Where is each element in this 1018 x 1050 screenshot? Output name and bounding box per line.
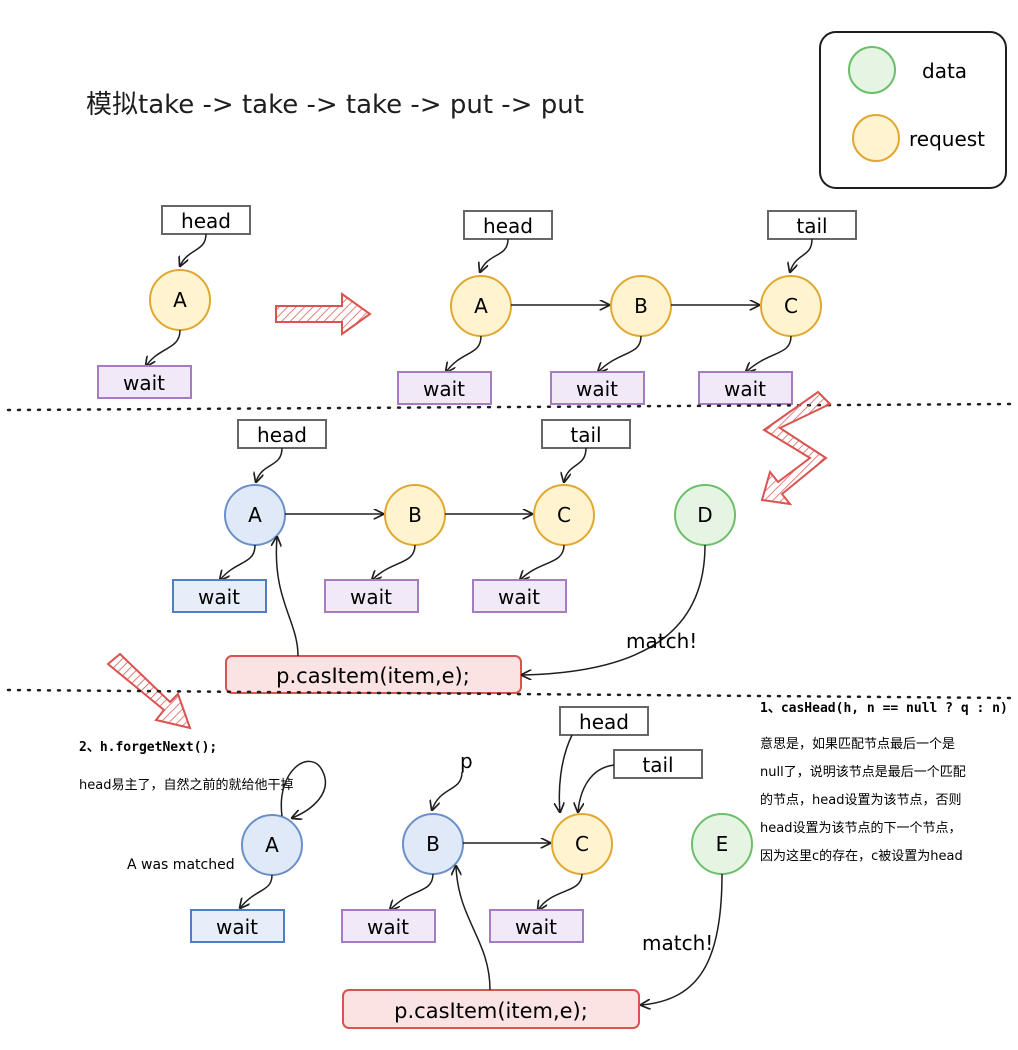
wait-box bbox=[97, 365, 192, 399]
node-e-label: E bbox=[716, 832, 729, 856]
step1-description-line: 意思是，如果匹配节点最后一个是 bbox=[760, 736, 955, 752]
node-a-label: A bbox=[248, 503, 262, 527]
wait-box bbox=[489, 909, 584, 943]
node-a-label: A bbox=[173, 288, 187, 312]
node-c-label: C bbox=[784, 294, 798, 318]
node-d-label: D bbox=[697, 503, 712, 527]
tail-pointer-label: tail bbox=[570, 423, 601, 447]
head-pointer-label: head bbox=[483, 214, 533, 238]
node-c-label: C bbox=[557, 503, 571, 527]
head-pointer bbox=[237, 419, 327, 449]
wait-box-label: wait bbox=[423, 377, 465, 401]
wait-box-label: wait bbox=[498, 585, 540, 609]
wait-box-label: wait bbox=[216, 915, 258, 939]
transition-arrow bbox=[275, 292, 372, 336]
wait-box-label: wait bbox=[724, 377, 766, 401]
node-b-label: B bbox=[408, 503, 422, 527]
wait-box-label: wait bbox=[198, 585, 240, 609]
wait-box bbox=[550, 371, 645, 405]
head-pointer-label: head bbox=[579, 710, 629, 734]
node-c-label: C bbox=[575, 832, 589, 856]
section-divider bbox=[6, 402, 1014, 412]
wait-box-label: wait bbox=[515, 915, 557, 939]
legend-request-label: request bbox=[909, 127, 985, 151]
legend-data-label: data bbox=[922, 59, 967, 83]
tail-pointer-label: tail bbox=[796, 214, 827, 238]
step1-description-line: 因为这里c的存在，c被设置为head bbox=[760, 848, 963, 864]
match-label: match! bbox=[626, 629, 697, 653]
step1-label: 1、casHead(h, n == null ? q : n) bbox=[760, 701, 1008, 716]
legend-request-swatch bbox=[852, 114, 900, 162]
p-pointer-label: p bbox=[460, 749, 473, 773]
cas-box-label: p.casItem(item,e); bbox=[394, 999, 588, 1023]
legend: data request bbox=[819, 31, 1007, 189]
cas-box-label: p.casItem(item,e); bbox=[276, 664, 470, 688]
tail-pointer bbox=[541, 419, 631, 449]
legend-data-swatch bbox=[848, 46, 896, 94]
step2-label: 2、h.forgetNext(); bbox=[79, 740, 217, 755]
tail-pointer bbox=[613, 749, 703, 779]
match-label: match! bbox=[642, 931, 713, 955]
node-a-label: A bbox=[265, 833, 279, 857]
step2-description: head易主了，自然之前的就给他干掉 bbox=[79, 777, 293, 793]
cas-box bbox=[342, 989, 640, 1029]
section3: 2、h.forgetNext(); head易主了，自然之前的就给他干掉 A w… bbox=[79, 701, 1008, 1029]
wait-box-label: wait bbox=[576, 377, 618, 401]
step1-description-line: head设置为该节点的下一个节点， bbox=[760, 820, 961, 836]
wait-box-label: wait bbox=[350, 585, 392, 609]
wait-box bbox=[172, 579, 267, 613]
wait-box-label: wait bbox=[123, 371, 165, 395]
wait-box bbox=[324, 579, 419, 613]
node-b-label: B bbox=[634, 294, 648, 318]
wait-box bbox=[472, 579, 567, 613]
head-pointer bbox=[559, 706, 649, 736]
transition-arrow bbox=[760, 390, 832, 506]
a-matched-label: A was matched bbox=[127, 857, 235, 873]
section1-left: head A wait bbox=[97, 205, 251, 399]
step1-description-line: 的节点，head设置为该节点，否则 bbox=[760, 792, 961, 808]
node-b-label: B bbox=[426, 832, 440, 856]
node-a-label: A bbox=[474, 294, 488, 318]
section2: head tail A B C D wait wait wait p.casIt… bbox=[172, 419, 736, 694]
step1-description-line: null了，说明该节点是最后一个匹配 bbox=[760, 765, 966, 780]
head-pointer-label: head bbox=[181, 209, 231, 233]
wait-box bbox=[341, 909, 436, 943]
section-divider bbox=[6, 688, 1014, 700]
head-pointer-label: head bbox=[257, 423, 307, 447]
tail-pointer-label: tail bbox=[642, 753, 673, 777]
page-title: 模拟take -> take -> take -> put -> put bbox=[86, 90, 584, 120]
wait-box bbox=[190, 909, 285, 943]
section1-right: head tail A B C wait wait wait bbox=[397, 210, 857, 405]
wait-box bbox=[397, 371, 492, 405]
head-pointer bbox=[463, 210, 553, 240]
wait-box-label: wait bbox=[367, 915, 409, 939]
wait-box bbox=[698, 371, 793, 405]
